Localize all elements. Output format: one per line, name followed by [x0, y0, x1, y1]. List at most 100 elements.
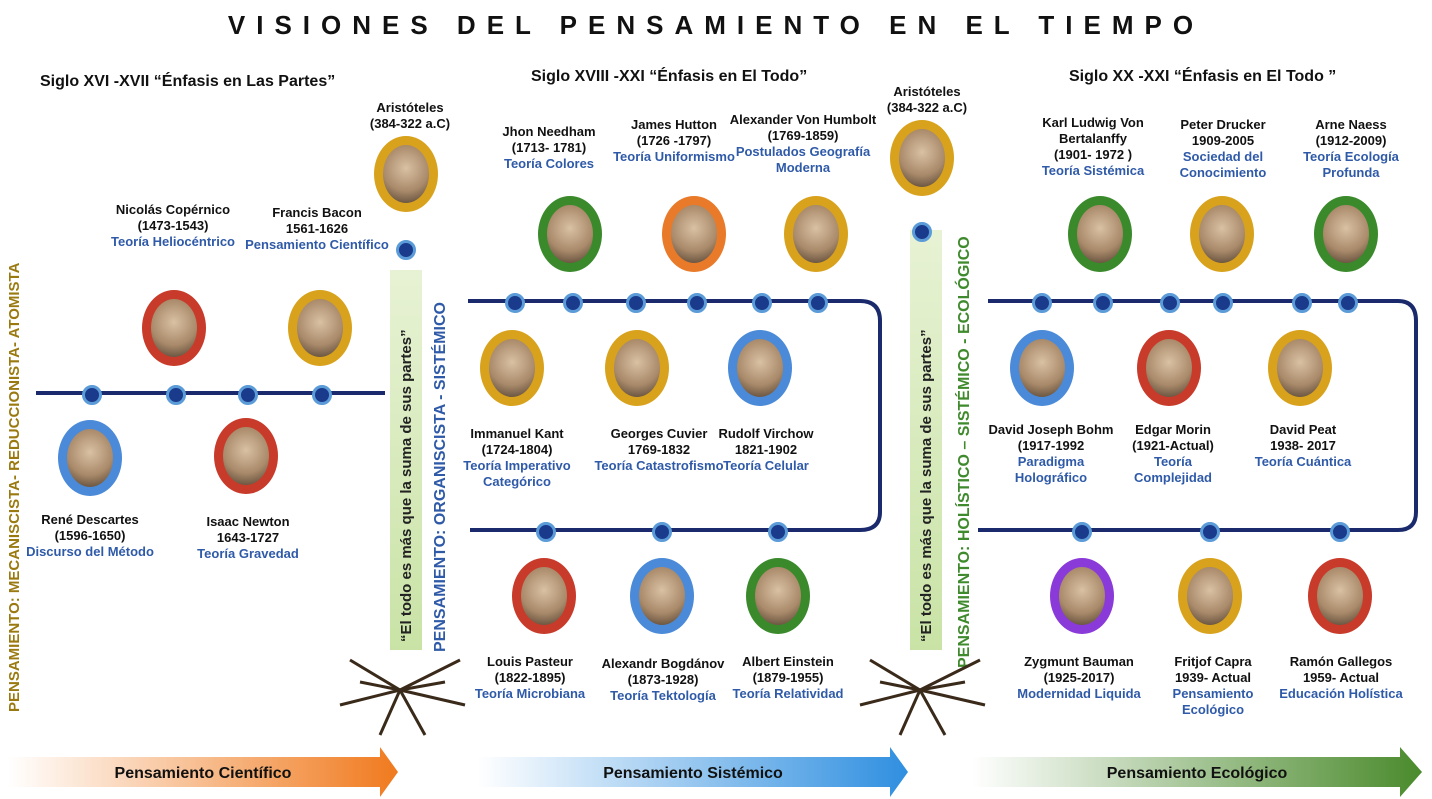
roots-right	[859, 658, 986, 736]
person-humbolt: Alexander Von Humbolt (1769-1859) Postul…	[718, 112, 888, 176]
person-bauman: Zygmunt Bauman (1925-2017) Modernidad Li…	[994, 654, 1164, 702]
era-header-3: Siglo XX -XXI “Énfasis en El Todo ”	[1069, 68, 1337, 85]
gallegos-dates: 1959- Actual	[1302, 670, 1380, 685]
aristotle-left-dates: (384-322 a.C)	[369, 116, 451, 131]
copernico-portrait	[142, 290, 206, 366]
bertalanffy-dates: (1901- 1972 )	[1053, 147, 1133, 162]
bauman-name: Zygmunt Bauman	[1024, 654, 1134, 669]
bertalanffy-portrait	[1068, 196, 1132, 272]
bacon-node	[312, 385, 332, 405]
descartes-contribution: Discurso del Método	[26, 544, 154, 559]
bogdanov-portrait	[630, 558, 694, 634]
person-naess: Arne Naess (1912-2009) Teoría Ecología P…	[1266, 117, 1432, 181]
gallegos-contribution: Educación Holística	[1279, 686, 1403, 701]
cuvier-name: Georges Cuvier	[610, 426, 708, 441]
aristotle-left-portrait	[374, 136, 438, 212]
person-bohm: David Joseph Bohm (1917-1992 Paradigma H…	[966, 422, 1136, 486]
bogdanov-name: Alexandr Bogdánov	[601, 656, 725, 671]
person-bertalanffy: Karl Ludwig Von Bertalanffy (1901- 1972 …	[1008, 115, 1178, 179]
bacon-name: Francis Bacon	[272, 205, 362, 220]
timeline-line-2	[468, 299, 882, 532]
capra-dates: 1939- Actual	[1174, 670, 1252, 685]
bacon-dates: 1561-1626	[285, 221, 349, 236]
person-morin: Edgar Morin (1921-Actual) Teoría Complej…	[1088, 422, 1258, 486]
bohm-name: David Joseph Bohm	[988, 422, 1114, 437]
person-pasteur: Louis Pasteur (1822-1895) Teoría Microbi…	[445, 654, 615, 702]
drucker-portrait	[1190, 196, 1254, 272]
naess-node	[1338, 293, 1358, 313]
virchow-portrait	[728, 330, 792, 406]
bertalanffy-name: Karl Ludwig Von Bertalanffy	[1042, 115, 1144, 146]
arrow-bar-1	[8, 747, 398, 797]
person-newton: Isaac Newton 1643-1727 Teoría Gravedad	[163, 514, 333, 562]
person-einstein: Albert Einstein (1879-1955) Teoría Relat…	[703, 654, 873, 702]
einstein-node	[768, 522, 788, 542]
cuvier-contribution: Teoría Catastrofismo	[594, 458, 724, 473]
descartes-portrait	[58, 420, 122, 496]
newton-name: Isaac Newton	[206, 514, 290, 529]
virchow-dates: 1821-1902	[734, 442, 798, 457]
needham-contribution: Teoría Colores	[503, 156, 595, 171]
drucker-dates: 1909-2005	[1191, 133, 1255, 148]
aristotle-right-name: Aristóteles	[893, 84, 961, 99]
bohm-node	[1032, 293, 1052, 313]
morin-node	[1160, 293, 1180, 313]
person-bogdanov: Alexandr Bogdánov (1873-1928) Teoría Tek…	[578, 656, 748, 704]
timeline-line-3	[978, 299, 1418, 532]
era-header-1: Siglo XVI -XVII “Énfasis en Las Partes”	[40, 73, 336, 90]
kant-dates: (1724-1804)	[481, 442, 553, 457]
bertalanffy-contribution: Teoría Sistémica	[1041, 163, 1145, 178]
quote-text-left: “El todo es más que la suma de sus parte…	[398, 329, 415, 642]
virchow-contribution: Teoría Celular	[723, 458, 809, 473]
descartes-node	[82, 385, 102, 405]
descartes-name: René Descartes	[41, 512, 139, 527]
quote-text-right: “El todo es más que la suma de sus parte…	[918, 329, 935, 642]
naess-contribution: Teoría Ecología Profunda	[1303, 149, 1399, 180]
einstein-dates: (1879-1955)	[752, 670, 824, 685]
hutton-node	[687, 293, 707, 313]
page-title: VISIONES DEL PENSAMIENTO EN EL TIEMPO	[227, 10, 1205, 40]
bohm-contribution: Paradigma Holográfico	[1014, 454, 1088, 485]
era-header-2: Siglo XVIII -XXI “Énfasis en El Todo”	[531, 68, 808, 85]
morin-name: Edgar Morin	[1135, 422, 1211, 437]
aristotle-right-portrait	[890, 120, 954, 196]
copernico-name: Nicolás Copérnico	[115, 202, 231, 217]
bauman-contribution: Modernidad Liquida	[1017, 686, 1141, 701]
needham-name: Jhon Needham	[502, 124, 596, 139]
morin-portrait	[1137, 330, 1201, 406]
aristotle-right-node	[912, 222, 932, 242]
naess-name: Arne Naess	[1315, 117, 1387, 132]
hutton-name: James Hutton	[631, 117, 717, 132]
roots-left	[339, 658, 466, 736]
needham-dates: (1713- 1781)	[511, 140, 587, 155]
bauman-portrait	[1050, 558, 1114, 634]
person-gallegos: Ramón Gallegos 1959- Actual Educación Ho…	[1256, 654, 1426, 702]
bertalanffy-node	[1093, 293, 1113, 313]
gallegos-portrait	[1308, 558, 1372, 634]
copernico-contribution: Teoría Heliocéntrico	[110, 234, 235, 249]
gallegos-node	[1330, 522, 1350, 542]
pasteur-dates: (1822-1895)	[494, 670, 566, 685]
copernico-node	[166, 385, 186, 405]
capra-portrait	[1178, 558, 1242, 634]
needham-portrait	[538, 196, 602, 272]
peat-dates: 1938- 2017	[1270, 438, 1336, 453]
kant-contribution: Teoría Imperativo Categórico	[463, 458, 571, 489]
aristotle-left-node	[396, 240, 416, 260]
bohm-dates: (1917-1992	[1017, 438, 1085, 453]
naess-dates: (1912-2009)	[1315, 133, 1387, 148]
person-copernico: Nicolás Copérnico (1473-1543) Teoría Hel…	[88, 202, 258, 250]
pasteur-name: Louis Pasteur	[487, 654, 573, 669]
bohm-portrait	[1010, 330, 1074, 406]
pasteur-node	[536, 522, 556, 542]
bauman-dates: (1925-2017)	[1043, 670, 1115, 685]
bacon-portrait	[288, 290, 352, 366]
aristotle-right-dates: (384-322 a.C)	[886, 100, 968, 115]
humbolt-name: Alexander Von Humbolt (1769-1859)	[729, 112, 877, 143]
humbolt-node	[808, 293, 828, 313]
descartes-dates: (1596-1650)	[54, 528, 126, 543]
morin-contribution: Teoría Complejidad	[1133, 454, 1212, 485]
pasteur-portrait	[512, 558, 576, 634]
bogdanov-dates: (1873-1928)	[627, 672, 699, 687]
